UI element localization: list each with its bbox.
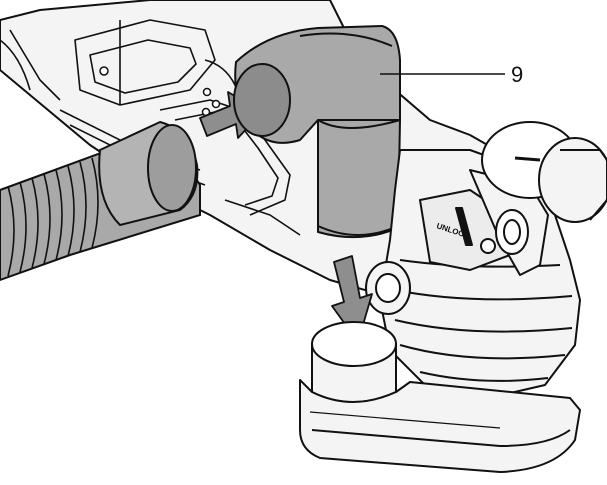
sanding-disc: [481, 121, 607, 223]
side-knob: [365, 261, 411, 315]
corrugated-hose: [0, 120, 201, 282]
angled-adapter: [233, 25, 401, 239]
dust-port-outlet: [311, 321, 397, 403]
gear-head: [379, 149, 581, 401]
base-shoe: [299, 379, 581, 473]
callout-9: 9: [380, 62, 523, 87]
arrow-down-icon: [331, 255, 373, 343]
callout-number: 9: [511, 62, 523, 87]
housing-vent-holes: [99, 66, 221, 117]
